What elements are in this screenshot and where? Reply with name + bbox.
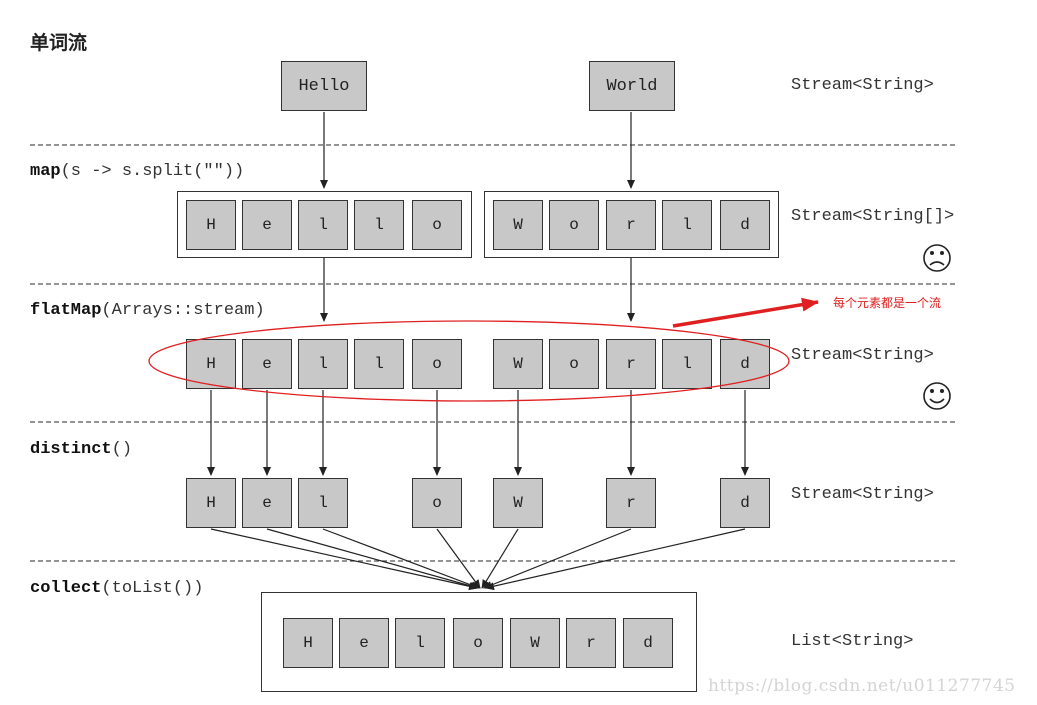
map-char-box: l bbox=[662, 200, 712, 250]
collected-char-box: l bbox=[395, 618, 445, 668]
map-char-box: l bbox=[298, 200, 348, 250]
distinct-char-box: e bbox=[242, 478, 292, 528]
flat-char-box: l bbox=[662, 339, 712, 389]
stage-flatmap-op: flatMap(Arrays::stream) bbox=[30, 301, 265, 320]
flat-char-box: l bbox=[298, 339, 348, 389]
map-char-box: o bbox=[412, 200, 462, 250]
watermark: https://blog.csdn.net/u011277745 bbox=[708, 676, 1016, 696]
arrow bbox=[481, 528, 519, 589]
map-char-box: H bbox=[186, 200, 236, 250]
distinct-char-box: l bbox=[298, 478, 348, 528]
distinct-char-box: r bbox=[606, 478, 656, 528]
arrow bbox=[483, 528, 632, 589]
op-args: (Arrays::stream) bbox=[101, 301, 265, 320]
stage-map-op: map(s -> s.split("")) bbox=[30, 162, 244, 181]
stage-collect-op: collect(toList()) bbox=[30, 579, 203, 598]
op-name: flatMap bbox=[30, 301, 102, 320]
flat-char-box: o bbox=[412, 339, 462, 389]
map-char-box: d bbox=[720, 200, 770, 250]
collected-char-box: d bbox=[623, 618, 673, 668]
flat-char-box: H bbox=[186, 339, 236, 389]
flatmap-type-label: Stream<String> bbox=[791, 346, 934, 365]
arrow bbox=[266, 528, 479, 590]
diagram-title: 单词流 bbox=[30, 32, 88, 54]
map-char-box: o bbox=[549, 200, 599, 250]
arrow bbox=[436, 528, 481, 589]
op-args: () bbox=[111, 440, 133, 459]
distinct-type-label: Stream<String> bbox=[791, 485, 934, 504]
map-char-box: W bbox=[493, 200, 543, 250]
distinct-char-box: d bbox=[720, 478, 770, 528]
flat-char-box: e bbox=[242, 339, 292, 389]
map-char-box: r bbox=[606, 200, 656, 250]
map-char-box: e bbox=[242, 200, 292, 250]
flat-char-box: o bbox=[549, 339, 599, 389]
collected-char-box: r bbox=[566, 618, 616, 668]
collected-char-box: e bbox=[339, 618, 389, 668]
op-args: (toList()) bbox=[101, 579, 204, 598]
stage-distinct-op: distinct() bbox=[30, 440, 132, 459]
map-char-box: l bbox=[354, 200, 404, 250]
collected-char-box: H bbox=[283, 618, 333, 668]
map-type-label: Stream<String[]> bbox=[791, 207, 955, 226]
distinct-char-box: o bbox=[412, 478, 462, 528]
sad-face-icon bbox=[923, 244, 951, 272]
op-name: collect bbox=[30, 579, 102, 598]
word-box-world: World bbox=[589, 61, 675, 111]
op-name: map bbox=[30, 162, 61, 181]
list-frame bbox=[261, 592, 697, 692]
annotation-note: 每个元素都是一个流 bbox=[833, 296, 942, 310]
collected-char-box: o bbox=[453, 618, 503, 668]
flat-char-box: d bbox=[720, 339, 770, 389]
arrow bbox=[322, 528, 480, 589]
arrow bbox=[210, 528, 478, 591]
arrow bbox=[485, 528, 746, 591]
flat-char-box: W bbox=[493, 339, 543, 389]
source-type-label: Stream<String> bbox=[791, 76, 934, 95]
collect-type-label: List<String> bbox=[791, 632, 914, 651]
array-frame-hello bbox=[177, 191, 472, 258]
flat-char-box: r bbox=[606, 339, 656, 389]
happy-face-icon bbox=[923, 382, 951, 410]
op-args: (s -> s.split("")) bbox=[60, 162, 245, 181]
distinct-char-box: W bbox=[493, 478, 543, 528]
array-frame-world bbox=[484, 191, 779, 258]
flat-char-box: l bbox=[354, 339, 404, 389]
op-name: distinct bbox=[30, 440, 112, 459]
annotation-arrow bbox=[672, 297, 819, 328]
distinct-char-box: H bbox=[186, 478, 236, 528]
word-box-hello: Hello bbox=[281, 61, 367, 111]
collected-char-box: W bbox=[510, 618, 560, 668]
